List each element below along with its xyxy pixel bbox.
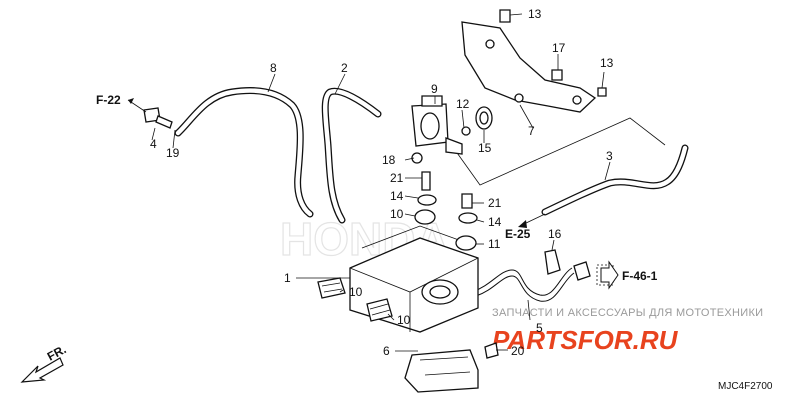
ref-e25-label: E-25: [505, 227, 531, 241]
hose-8: [174, 87, 314, 218]
watermark-brand: PARTSFOR.RU: [492, 325, 679, 355]
callout-6: 6: [383, 344, 390, 358]
callout-19: 19: [166, 146, 180, 160]
leader-lines: [151, 13, 611, 352]
callout-20: 20: [511, 344, 525, 358]
callout-11a: 10: [390, 207, 404, 221]
callout-18: 18: [382, 153, 396, 167]
purge-control-valve: [411, 95, 463, 155]
callout-10a: 10: [349, 285, 363, 299]
rubber-pad-10b: [366, 298, 393, 322]
callouts: 8 2 9 12 15 7 17 13 13 3 4 19 18 21 14 1…: [150, 7, 614, 358]
callout-2: 2: [341, 61, 348, 75]
callout-14a: 14: [390, 189, 404, 203]
callout-16: 16: [548, 227, 562, 241]
ref-arrow-e25[interactable]: E-25: [505, 213, 546, 241]
callout-1: 1: [284, 271, 291, 285]
ref-f22-label: F-22: [96, 93, 121, 107]
watermark-caption: ЗАПЧАСТИ И АКСЕССУАРЫ ДЛЯ МОТОТЕХНИКИ: [492, 307, 763, 319]
callout-12: 12: [456, 97, 470, 111]
callout-14b: 14: [488, 215, 502, 229]
hose-3: [541, 144, 689, 216]
callout-5: 5: [536, 321, 543, 335]
callout-13a: 13: [528, 7, 542, 21]
diagram-code: MJC4F2700: [718, 381, 773, 392]
fr-label: FR.: [45, 342, 69, 363]
ref-arrow-f461[interactable]: F-46-1: [596, 260, 658, 290]
grommet-15: [475, 106, 493, 130]
rubber-pad-10a: [317, 277, 346, 299]
joint-4: [143, 107, 173, 129]
callout-21b: 21: [488, 196, 502, 210]
callout-13b: 13: [600, 56, 614, 70]
callout-11b: 11: [488, 237, 501, 251]
callout-3: 3: [606, 149, 613, 163]
callout-15: 15: [478, 141, 492, 155]
callout-4: 4: [150, 137, 157, 151]
hose-2: [321, 87, 382, 224]
callout-7: 7: [528, 124, 535, 138]
callout-10b: 10: [397, 313, 411, 327]
valve-bracket: [461, 21, 597, 113]
routing-line: [454, 117, 666, 186]
callout-9: 9: [431, 82, 438, 96]
fasteners: [411, 9, 607, 359]
canister-bracket: [404, 349, 479, 393]
hose-5: [471, 267, 575, 302]
ref-f461-label: F-46-1: [622, 269, 658, 283]
clip-16: [544, 249, 561, 275]
ref-arrow-f22[interactable]: F-22: [96, 93, 147, 113]
callout-21a: 21: [390, 171, 404, 185]
callout-8: 8: [270, 61, 277, 75]
front-direction-indicator: FR.: [20, 342, 69, 383]
callout-17: 17: [552, 41, 566, 55]
